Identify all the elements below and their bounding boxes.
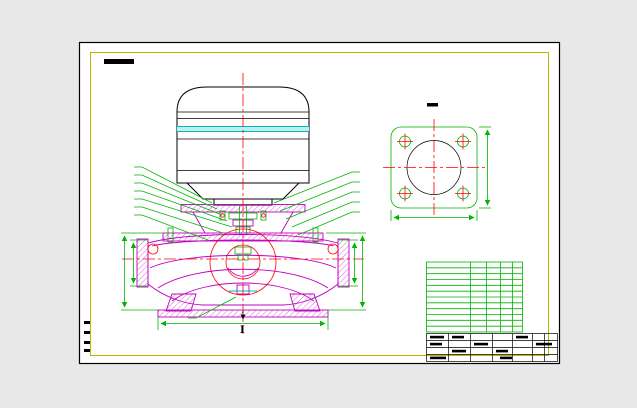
title-block-text-marks <box>430 335 552 360</box>
flange-view-title-bar <box>427 103 438 107</box>
section-label: I <box>240 325 245 336</box>
dimensions-main-view <box>121 166 366 330</box>
impeller-hub-circle <box>225 244 261 280</box>
motor <box>176 86 310 206</box>
leader-lines-left <box>134 166 237 319</box>
dimensions-flange-view <box>390 126 491 221</box>
coupling-bolt-left <box>219 210 226 221</box>
parts-list-rows <box>426 267 523 327</box>
motor-cyan-band <box>177 126 309 132</box>
leader-lines-right <box>273 171 360 236</box>
flange-bolt-circle-right <box>327 243 339 255</box>
motor-body-outline <box>176 86 310 184</box>
flange-view <box>383 103 491 221</box>
discharge-flange-right <box>337 238 350 288</box>
cover-bolt-left <box>167 227 174 243</box>
flange-bolt-circle-left <box>147 243 159 255</box>
suction-flange-left <box>136 238 149 288</box>
main-view-pump-assembly: I <box>121 73 366 336</box>
title-block <box>426 333 558 362</box>
cover-bolt-right <box>312 227 319 243</box>
drawing-title-bar <box>104 59 134 64</box>
drawing-frame <box>90 52 549 356</box>
section-mark: I <box>240 311 246 336</box>
flange-bolt-holes <box>397 133 471 202</box>
centerlines <box>122 73 364 334</box>
parts-list-table <box>426 261 523 333</box>
margin-marks <box>84 321 90 352</box>
impeller-outer-circle <box>209 228 277 296</box>
coupling-bolt-right <box>260 210 267 221</box>
